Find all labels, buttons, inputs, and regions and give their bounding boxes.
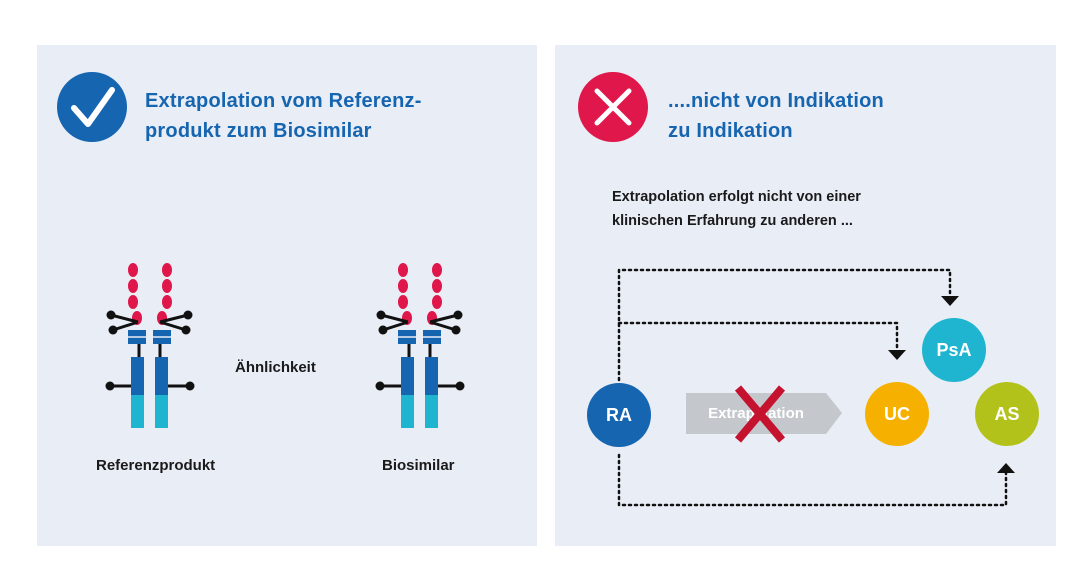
antibody-reference-graphic [105,263,195,428]
check-icon [57,72,127,142]
left-title-line1: Extrapolation vom Referenz- [145,90,422,112]
left-title-line2: produkt zum Biosimilar [145,120,372,142]
red-cross-mark [734,385,786,443]
right-description: Extrapolation erfolgt nicht von einer kl… [612,185,861,233]
biosimilar-label: Biosimilar [382,457,455,474]
reference-product-label: Referenzprodukt [96,457,216,474]
node-as: AS [975,382,1039,446]
node-psa: PsA [922,318,986,382]
node-ra: RA [587,383,651,447]
cross-icon [578,72,648,142]
similarity-label: Ähnlichkeit [235,359,316,376]
antibody-biosimilar-graphic [375,263,465,428]
panel-extrapolation-biosimilar [37,45,537,546]
right-title: ....nicht von Indikation zu Indikation [668,86,884,146]
left-title: Extrapolation vom Referenz- produkt zum … [145,86,422,146]
dotted-connectors [617,268,1008,507]
node-uc: UC [865,382,929,446]
arrowheads [888,296,1015,473]
right-title-line1: ....nicht von Indikation [668,90,884,112]
right-title-line2: zu Indikation [668,120,793,142]
right-description-line2: klinischen Erfahrung zu anderen ... [612,213,853,229]
right-description-line1: Extrapolation erfolgt nicht von einer [612,189,861,205]
